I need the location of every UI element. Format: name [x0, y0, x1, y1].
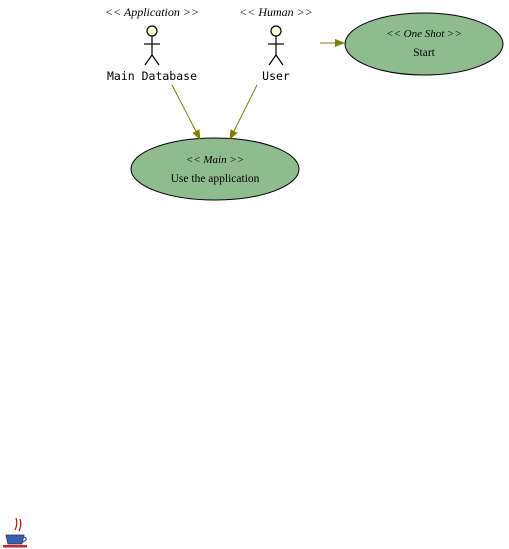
use-case-start[interactable]: << One Shot >> Start: [344, 12, 504, 76]
use-case-name: Start: [413, 47, 436, 59]
use-case-name: Use the application: [171, 173, 260, 185]
association-user-to-use-the-application[interactable]: [229, 84, 258, 140]
association-main-database-to-use-the-application[interactable]: [171, 84, 201, 140]
actor-user[interactable]: << Human >> User: [239, 5, 313, 83]
stick-figure-icon: [144, 25, 160, 66]
use-case-ellipse: [130, 137, 300, 201]
java-cup-icon: [3, 517, 27, 548]
use-case-stereotype: << One Shot >>: [386, 28, 462, 40]
stick-figure-icon: [268, 25, 284, 66]
use-case-ellipse: [344, 12, 504, 76]
actor-name: User: [262, 69, 290, 83]
actor-stereotype: << Application >>: [105, 5, 199, 19]
use-case-stereotype: << Main >>: [186, 154, 244, 166]
actor-stereotype: << Human >>: [239, 5, 313, 19]
actor-main-database[interactable]: << Application >> Main Database: [105, 5, 199, 83]
use-case-use-the-application[interactable]: << Main >> Use the application: [130, 137, 300, 201]
actor-name: Main Database: [107, 69, 197, 83]
